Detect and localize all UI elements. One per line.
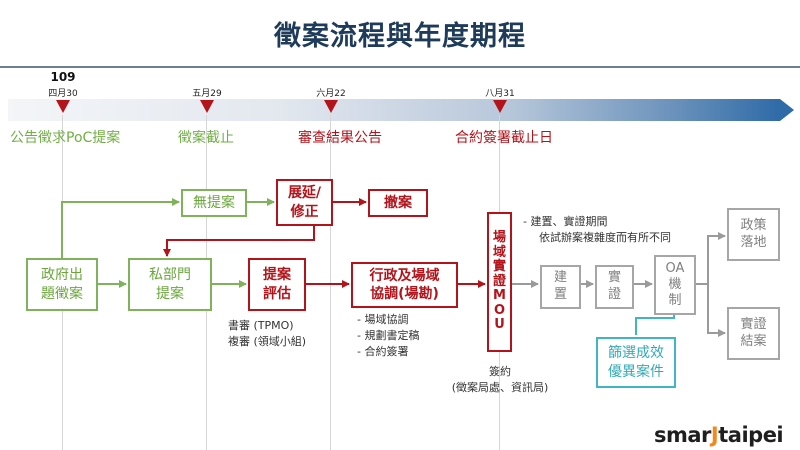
proposal-eval-box: 提案 評估 [248,258,306,311]
private-proposal-box: 私部門 提案 [128,258,212,311]
sign-note-line-2: (徵案局處、資訊局) [451,380,549,394]
logo-text-1: smar [654,423,711,447]
verify-box: 實 證 [595,265,634,309]
milestone-marker-4 [493,100,507,113]
smarttaipei-logo: smarJtaipei [654,423,784,447]
review-note-line-2: 複審 (領域小組) [228,334,307,348]
coord-note-line-3: - 合約簽署 [357,344,409,358]
logo-text-2: J [710,423,719,447]
milestone-label-2: 徵案截止 [178,130,234,146]
sign-note: 簽約 (徵案局處、資訊局) [438,364,562,396]
milestone-label-3: 審查結果公告 [298,130,382,146]
review-note-line-1: 書審 (TPMO) [228,319,294,332]
oa-box: OA 機 制 [654,255,696,315]
logo-text-3: taipei [718,423,784,447]
milestone-marker-3 [324,100,338,113]
milestone-date-1: 四月30 [48,89,78,99]
sign-note-line-1: 簽約 [489,365,511,378]
title-divider [0,66,800,68]
milestone-marker-1 [56,100,70,113]
page-title: 徵案流程與年度期程 [274,21,526,52]
period-note-line-1: - 建置、實證期間 [523,215,608,228]
milestone-date-3: 六月22 [316,89,346,99]
period-note-line-2: 依試辦案複雜度而有所不同 [539,230,671,244]
period-note: - 建置、實證期間 依試辦案複雜度而有所不同 [523,214,671,246]
timeline-year: 109 [50,70,76,84]
review-note: 書審 (TPMO) 複審 (領域小組) [228,318,306,350]
coord-note-line-1: - 場域協調 [357,313,409,326]
gov-call-box: 政府出 題徵案 [26,258,98,311]
coord-note: - 場域協調 - 規劃書定稿 - 合約簽署 [357,312,419,360]
no-proposal-box: 無提案 [181,189,247,217]
coord-note-line-2: - 規劃書定稿 [357,328,420,342]
milestone-date-4: 八月31 [485,89,515,99]
conclude-box: 實證 結案 [727,307,780,360]
admin-coord-box: 行政及場域 協調(場勘) [351,262,458,308]
extend-revise-box: 展延/ 修正 [276,179,333,226]
milestone-label-4: 合約簽署截止日 [455,130,553,146]
timeline-arrowhead [780,99,794,121]
policy-box: 政策 落地 [727,208,780,261]
select-box: 篩選成效 優異案件 [596,337,676,388]
milestone-date-2: 五月29 [192,89,222,99]
mou-box: 場 域 實 證 M O U [487,212,512,352]
milestone-guide-3 [330,115,331,450]
milestone-label-1: 公告徵求PoC提案 [10,130,121,146]
withdraw-box: 撤案 [368,189,428,217]
milestone-marker-2 [200,100,214,113]
build-box: 建 置 [540,265,581,309]
